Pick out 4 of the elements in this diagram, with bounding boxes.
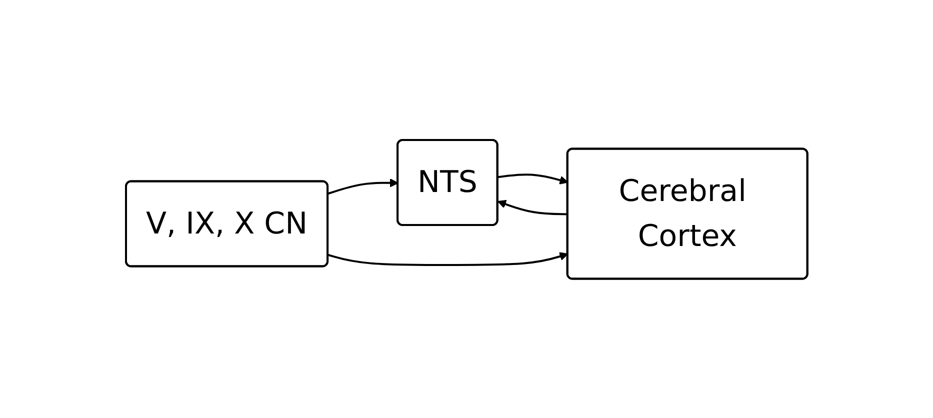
arrow [497, 200, 568, 215]
arrow [498, 173, 568, 184]
arrow [328, 252, 568, 266]
arrow [328, 178, 398, 194]
